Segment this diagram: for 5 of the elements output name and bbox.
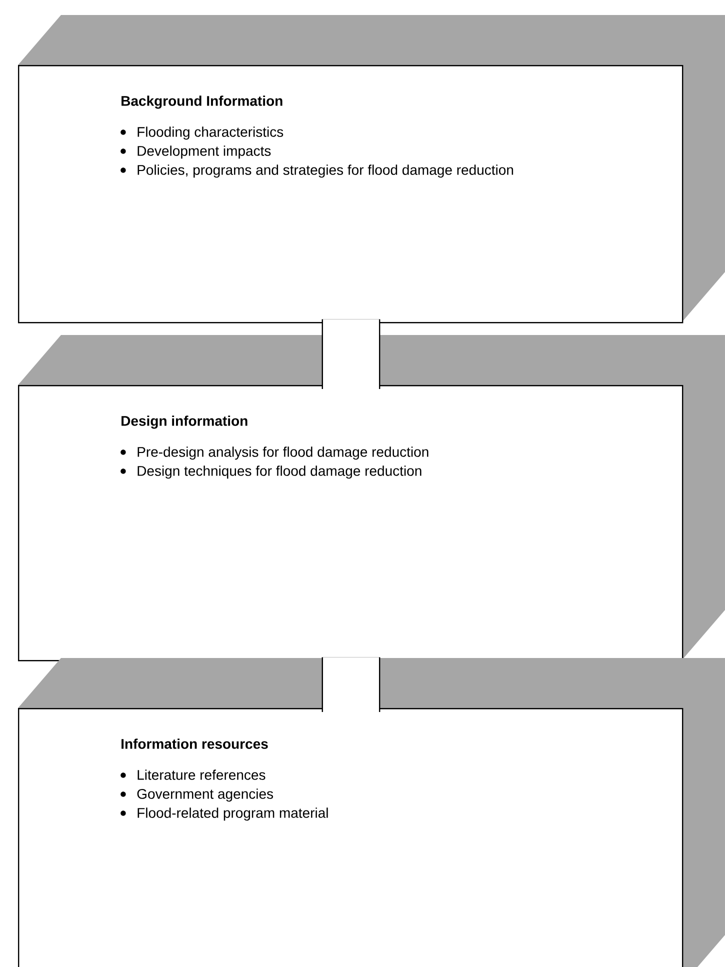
connector-neck [322,319,380,389]
connector-neck [322,657,380,712]
info-box: Background Information Flooding characteristics Development impacts Policies, programs and strategies for flood damage reduction [18,65,684,324]
info-box: Design information Pre-design analysis for flood damage reduction Design techniques for flood damage reduction [18,385,684,662]
info-box: Information resources Literature references Government agencies Flood-related program material [18,708,684,967]
